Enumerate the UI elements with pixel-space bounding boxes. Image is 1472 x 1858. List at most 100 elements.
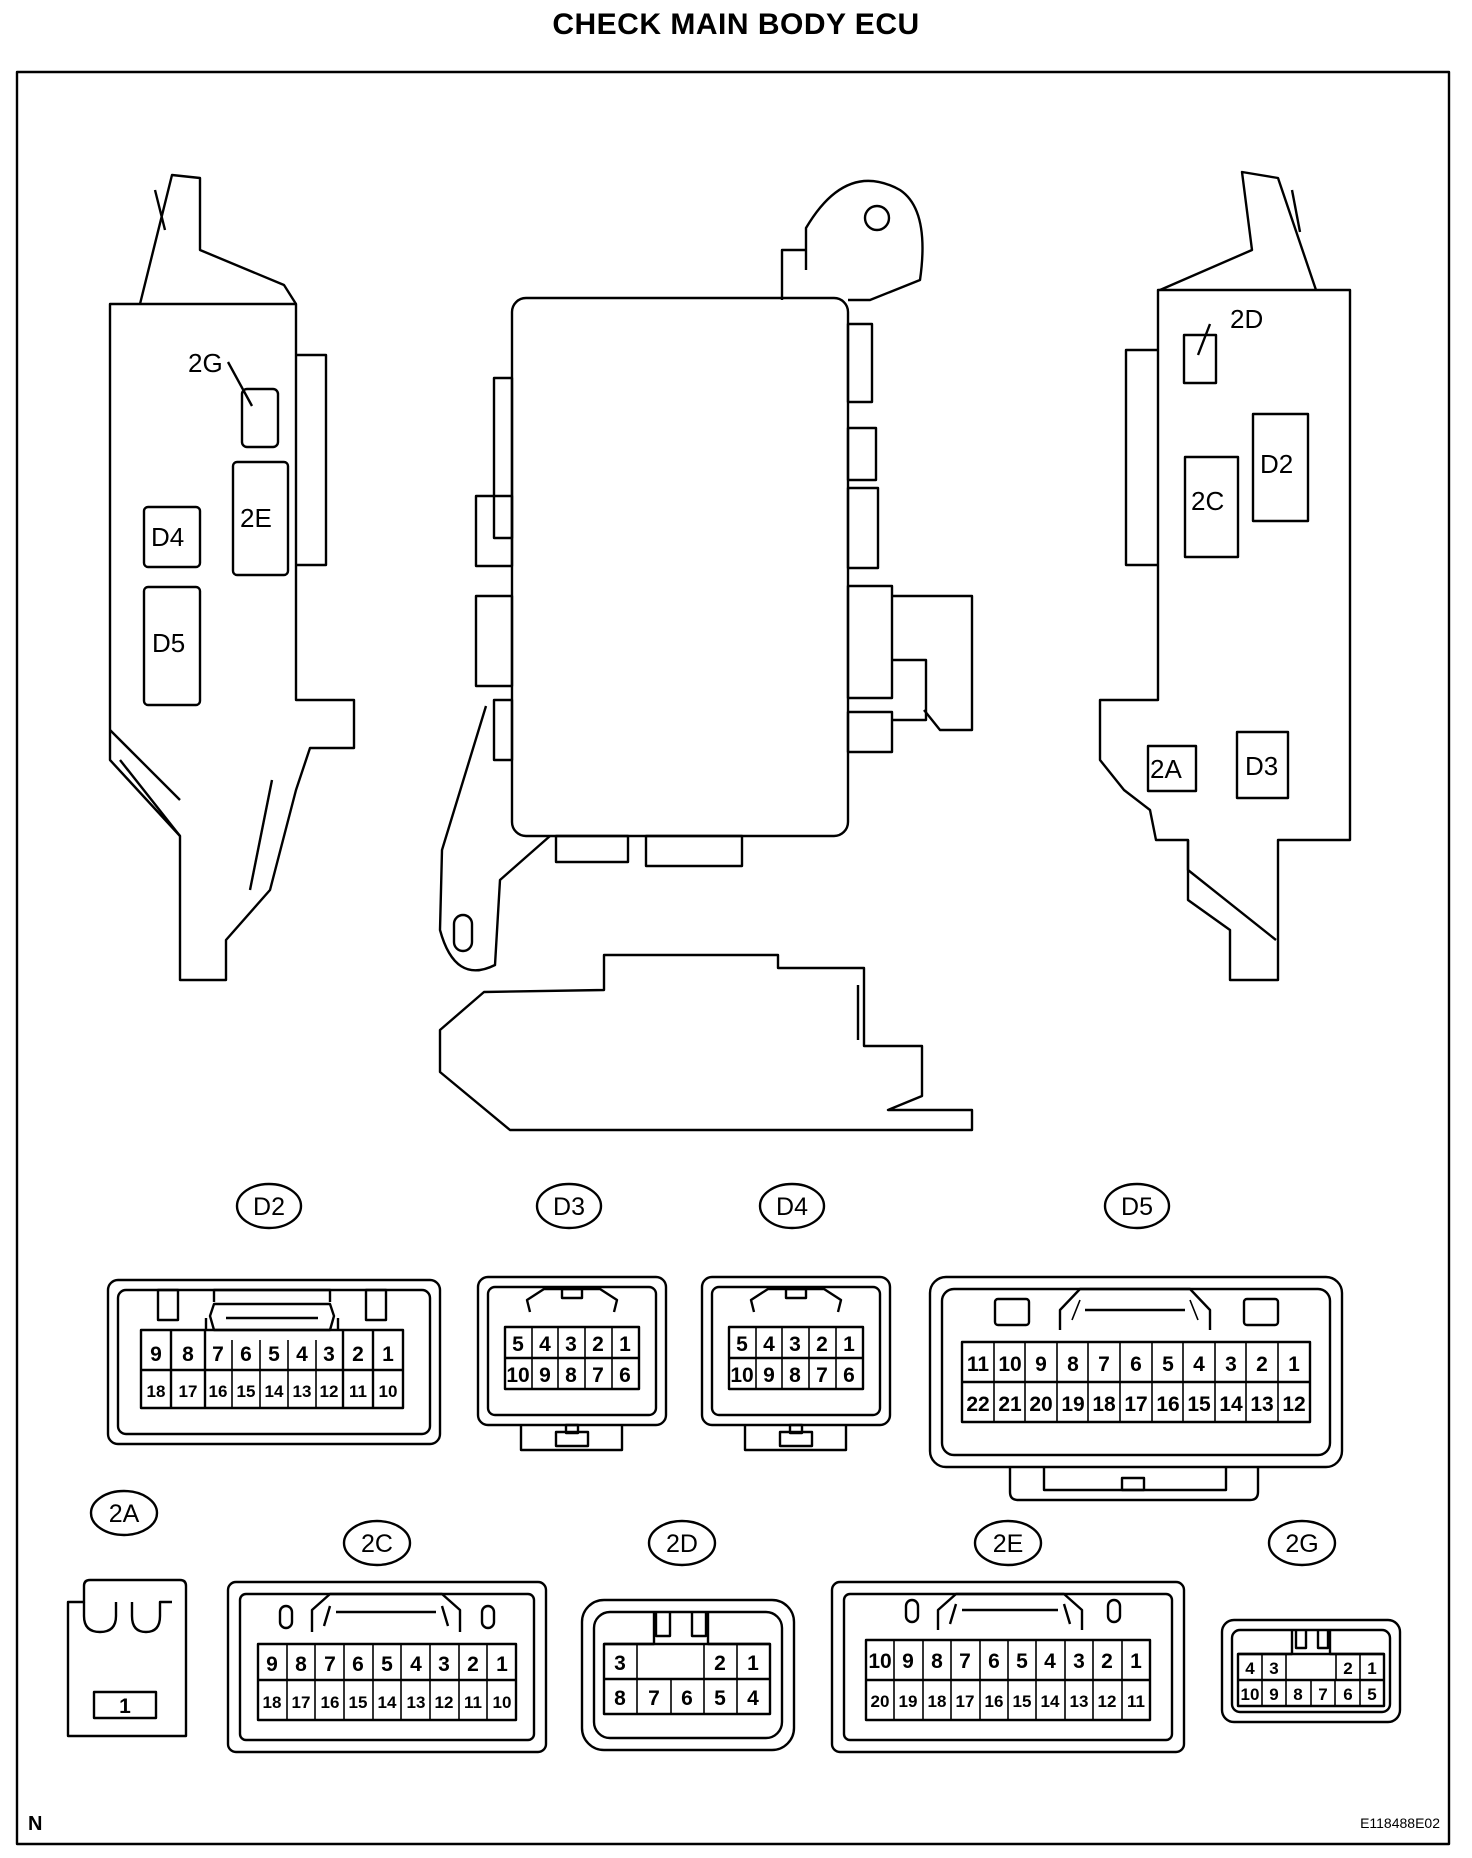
connector-2d-pins: 3 2 1 8 7 6 5 4 [614, 1652, 759, 1710]
pin-2d-1: 1 [747, 1652, 759, 1675]
connector-d3-pins: 5 4 3 2 1 10 9 8 7 6 [506, 1333, 631, 1387]
pin-2e-19: 19 [899, 1692, 918, 1711]
pin-2g-3: 3 [1269, 1659, 1278, 1678]
pin-d5-8: 8 [1067, 1353, 1079, 1376]
pin-d5-14: 14 [1219, 1393, 1243, 1416]
label-right-d3: D3 [1245, 751, 1278, 781]
pin-d4-1: 1 [843, 1333, 855, 1356]
pin-d5-17: 17 [1124, 1393, 1147, 1416]
pin-2g-7: 7 [1318, 1685, 1327, 1704]
connector-2d: 3 2 1 8 7 6 5 4 [580, 1598, 796, 1752]
pin-2d-5: 5 [714, 1687, 726, 1710]
pin-2c-17: 17 [292, 1693, 311, 1712]
pin-d5-18: 18 [1092, 1393, 1116, 1416]
pin-2e-4: 4 [1044, 1650, 1056, 1673]
pin-2c-2: 2 [467, 1653, 479, 1676]
tag-2a: 2A [109, 1500, 140, 1528]
pin-2d-8: 8 [614, 1687, 626, 1710]
right-2a-outline [1146, 744, 1198, 793]
right-2c-outline [1183, 455, 1240, 559]
pin-d5-7: 7 [1098, 1353, 1110, 1376]
connector-2g-pins: 4 3 2 1 10 9 8 7 6 5 [1241, 1659, 1377, 1704]
pin-2e-10: 10 [868, 1650, 891, 1673]
tag-d5: D5 [1121, 1193, 1153, 1221]
ecu-right-side-view: 2D D2 2C 2A D3 [1098, 170, 1352, 982]
pin-2g-10: 10 [1241, 1685, 1260, 1704]
pin-2c-3: 3 [438, 1653, 450, 1676]
pin-2e-14: 14 [1041, 1692, 1060, 1711]
pin-d5-19: 19 [1061, 1393, 1084, 1416]
label-right-2c: 2C [1191, 486, 1224, 516]
connector-2c: 9 8 7 6 5 4 3 2 1 18 17 16 15 14 13 12 1… [226, 1580, 548, 1754]
pin-d5-11: 11 [967, 1353, 990, 1376]
pin-2c-12: 12 [435, 1693, 454, 1712]
pin-2e-2: 2 [1101, 1650, 1113, 1673]
pin-d5-13: 13 [1250, 1393, 1273, 1416]
pin-2c-7: 7 [324, 1653, 336, 1676]
pin-d3-8: 8 [565, 1364, 577, 1387]
right-d3-outline [1235, 730, 1290, 800]
connector-2e: 10 9 8 7 6 5 4 3 2 1 20 19 18 17 16 15 1… [830, 1580, 1186, 1754]
pin-2c-6: 6 [352, 1653, 364, 1676]
pin-d5-15: 15 [1187, 1393, 1211, 1416]
pin-2d-7: 7 [648, 1687, 660, 1710]
connector-d2: 9 8 7 6 5 4 3 2 1 18 17 16 15 14 13 12 1… [106, 1278, 442, 1446]
connector-d2-pins: 9 8 7 6 5 4 3 2 1 18 17 16 15 14 13 12 1… [147, 1343, 398, 1401]
pin-2c-14: 14 [378, 1693, 397, 1712]
pin-2c-5: 5 [381, 1653, 393, 1676]
pin-d5-6: 6 [1130, 1353, 1142, 1376]
left-d4-outline [142, 505, 202, 569]
pin-2c-16: 16 [321, 1693, 340, 1712]
connector-2c-pins: 9 8 7 6 5 4 3 2 1 18 17 16 15 14 13 12 1… [263, 1653, 512, 1712]
ecu-main-body [510, 296, 850, 838]
pin-d5-10: 10 [998, 1353, 1021, 1376]
tag-2e: 2E [993, 1530, 1024, 1558]
pin-2c-9: 9 [266, 1653, 278, 1676]
pin-2d-3: 3 [614, 1652, 626, 1675]
pin-d2-3: 3 [323, 1343, 335, 1366]
pin-2e-18: 18 [928, 1692, 947, 1711]
connector-2e-pins: 10 9 8 7 6 5 4 3 2 1 20 19 18 17 16 15 1… [868, 1650, 1145, 1711]
pin-d4-7: 7 [816, 1364, 828, 1387]
label-left-d4: D4 [151, 522, 184, 552]
pin-d2-5: 5 [268, 1343, 280, 1366]
pin-2e-8: 8 [931, 1650, 943, 1673]
pin-2e-7: 7 [959, 1650, 971, 1673]
pin-2g-2: 2 [1343, 1659, 1352, 1678]
page-title: CHECK MAIN BODY ECU [552, 8, 920, 41]
pin-d5-3: 3 [1225, 1353, 1237, 1376]
pin-d2-17: 17 [179, 1382, 198, 1401]
left-2e-outline [231, 460, 290, 577]
left-2g-outline [240, 387, 280, 449]
pin-d3-1: 1 [619, 1333, 631, 1356]
pin-d5-21: 21 [998, 1393, 1022, 1416]
pin-d2-13: 13 [293, 1382, 312, 1401]
label-left-d5: D5 [152, 628, 185, 658]
pin-2e-3: 3 [1073, 1650, 1085, 1673]
tag-d3: D3 [553, 1193, 585, 1221]
pin-d5-1: 1 [1288, 1353, 1300, 1376]
label-right-d2: D2 [1260, 449, 1293, 479]
pin-2g-5: 5 [1367, 1685, 1376, 1704]
tag-2d: 2D [666, 1530, 698, 1558]
pin-2g-8: 8 [1293, 1685, 1302, 1704]
pin-d2-10: 10 [379, 1382, 398, 1401]
pin-d2-14: 14 [265, 1382, 284, 1401]
pin-d4-3: 3 [789, 1333, 801, 1356]
pin-d2-12: 12 [320, 1382, 339, 1401]
pin-d5-12: 12 [1282, 1393, 1305, 1416]
pin-2e-12: 12 [1098, 1692, 1117, 1711]
pin-2e-16: 16 [985, 1692, 1004, 1711]
pin-d4-5: 5 [736, 1333, 748, 1356]
pin-d3-7: 7 [592, 1364, 604, 1387]
pin-2g-1: 1 [1367, 1659, 1376, 1678]
diagram-frame [15, 70, 1451, 1846]
pin-d5-20: 20 [1029, 1393, 1052, 1416]
pin-d4-8: 8 [789, 1364, 801, 1387]
pin-2d-2: 2 [714, 1652, 726, 1675]
connector-2g: 4 3 2 1 10 9 8 7 6 5 [1220, 1618, 1402, 1724]
pin-d2-1: 1 [382, 1343, 394, 1366]
pin-d2-8: 8 [182, 1343, 194, 1366]
corner-mark: N [28, 1813, 42, 1835]
